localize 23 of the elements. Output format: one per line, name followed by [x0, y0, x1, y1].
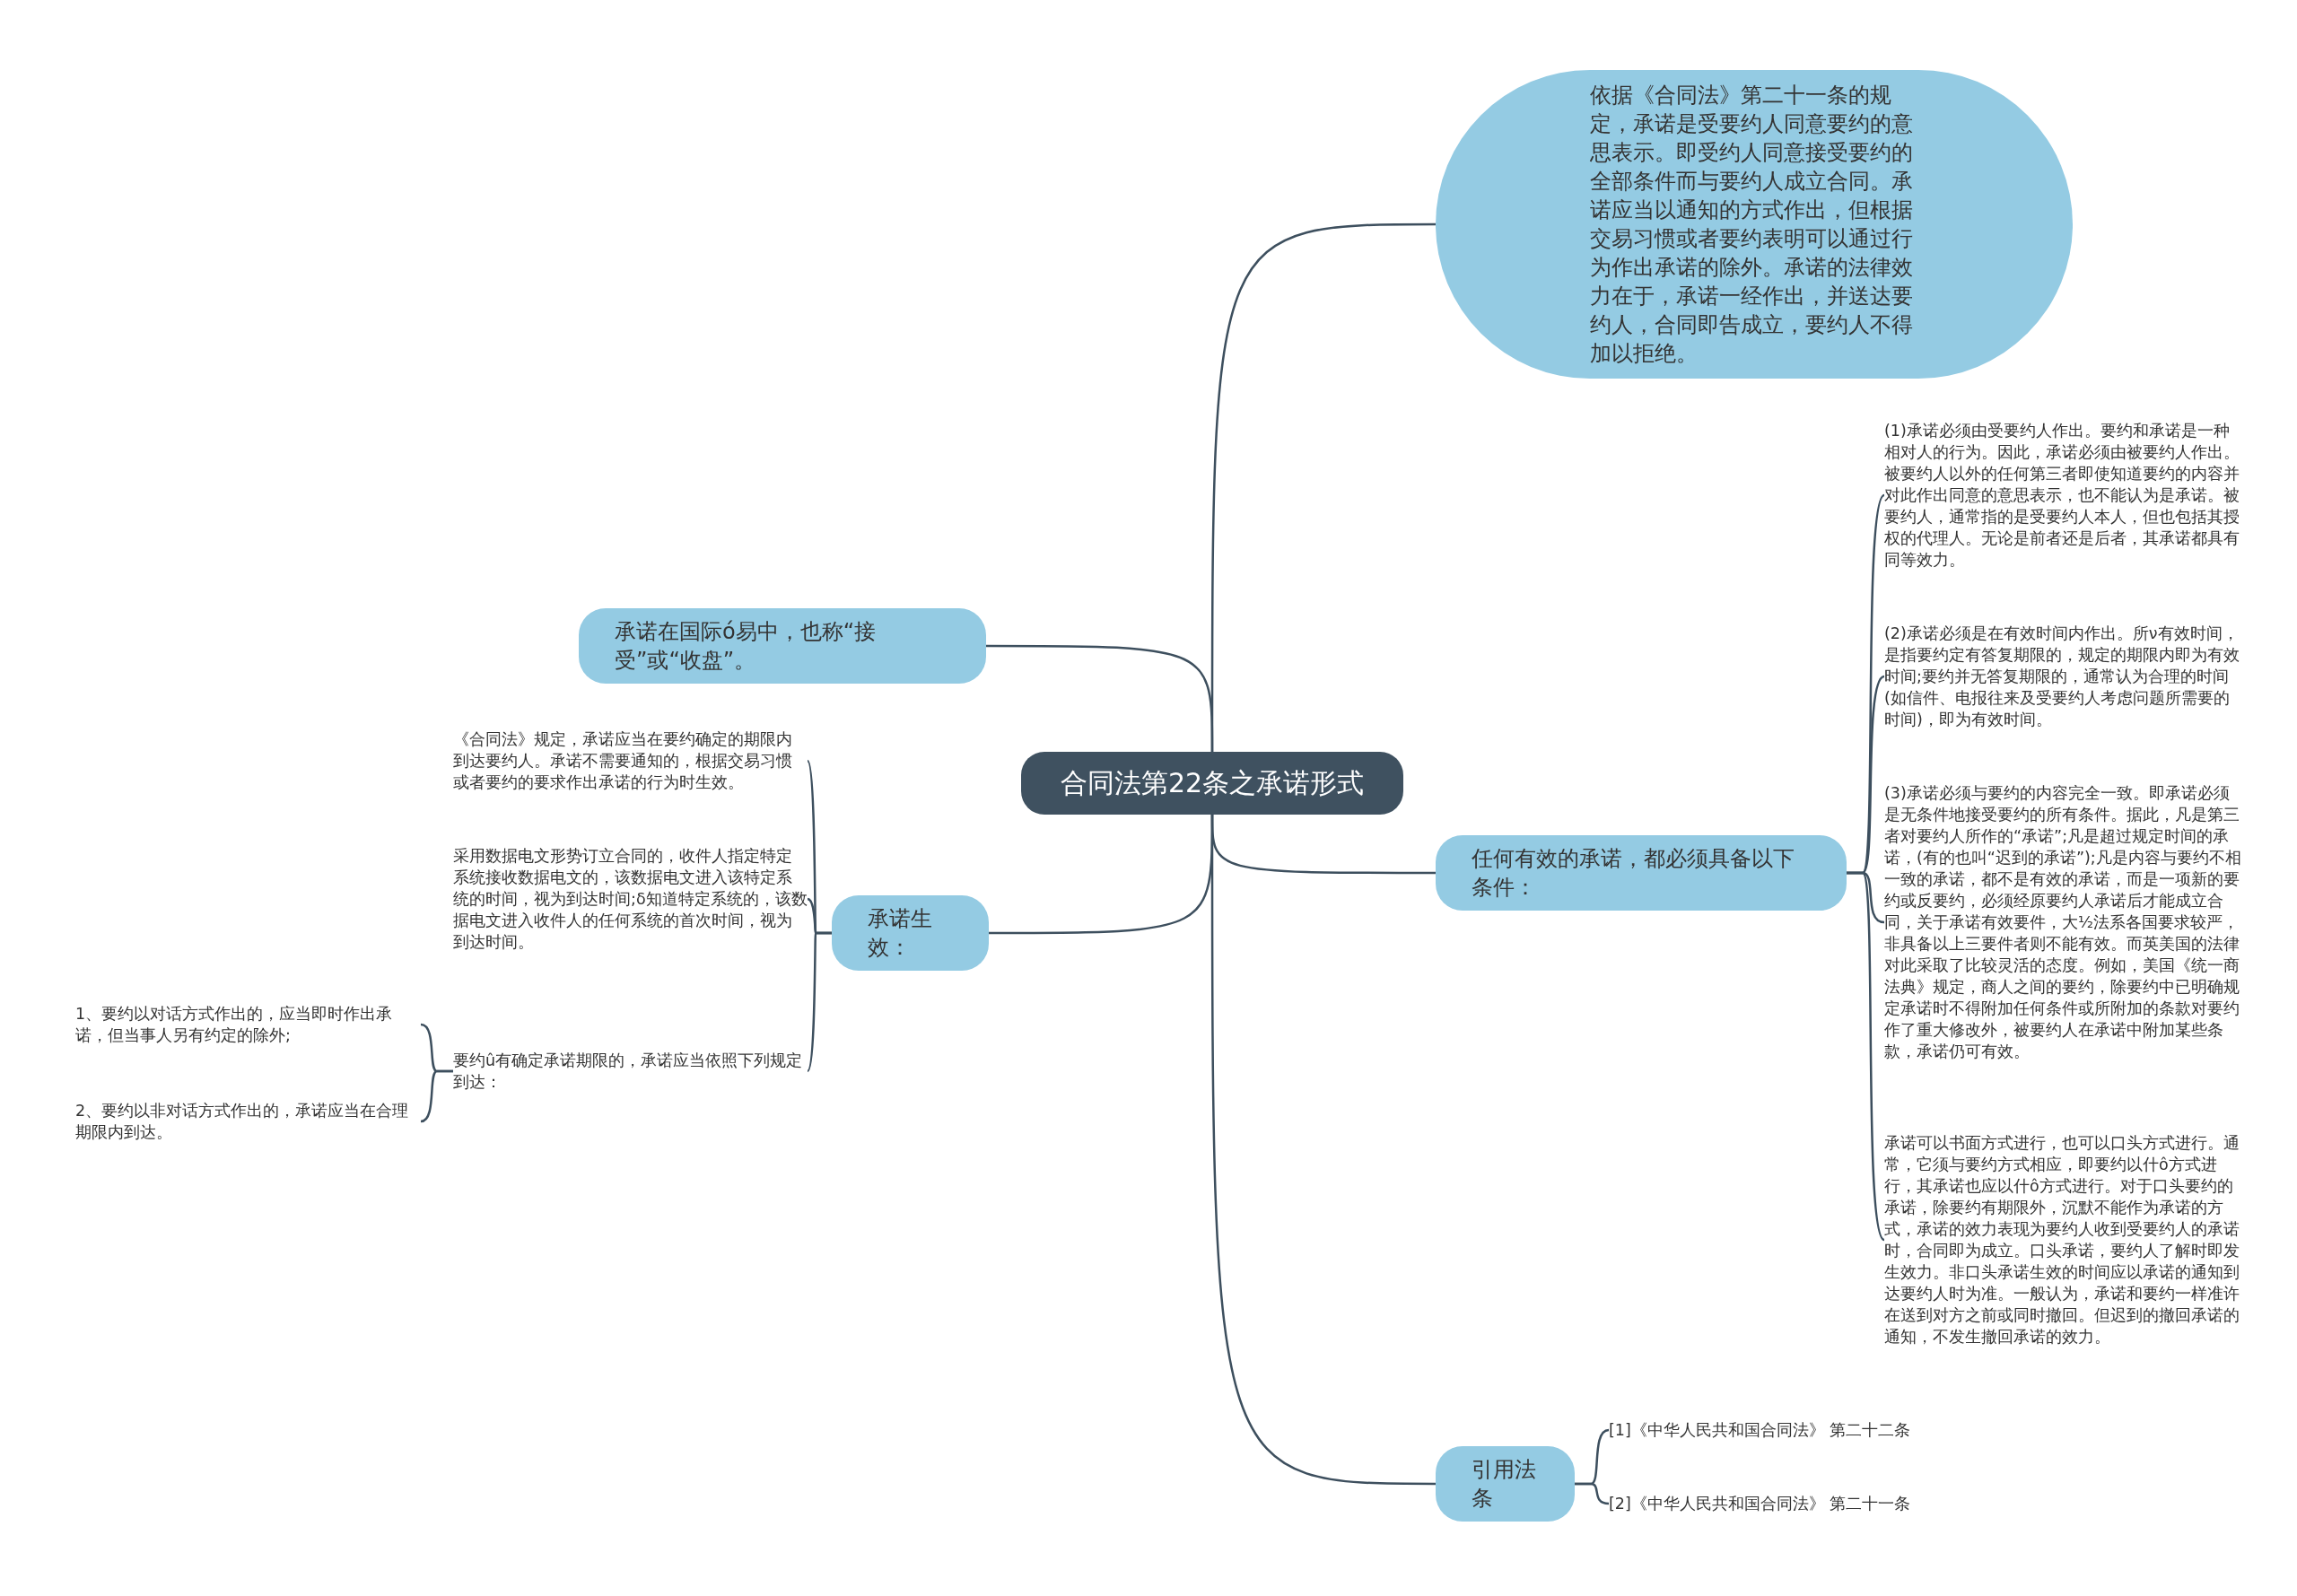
note-text: (2)承诺必须是在有效时间内作出。所ν有效时间，是指要约定有答复期限的，规定的期限内即为有效时间;要约并无答复期限的，通常认为合理的时间(如信件、电报往来及受要约人考虑问题所需要的时间)，即为有效时间。 [1884, 623, 2243, 730]
connector-line [806, 931, 832, 1072]
note-text: 1、要约以对话方式作出的，应当即时作出承诺，但当事人另有约定的除外; [75, 1003, 421, 1046]
topic-bubble: 依据《合同法》第二十一条的规定，承诺是受要约人同意要约的意思表示。即受约人同意接受要约的全部条件而与要约人成立合同。承诺应当以通知的方式作出，但根据交易习惯或者要约表明可以通过行为作出承诺的除外。承诺的法律效力在于，承诺一经作出，并送达要约人，合同即告成立，要约人不得加以拒绝。 [1436, 70, 2073, 379]
note-text: (1)承诺必须由受要约人作出。要约和承诺是一种相对人的行为。因此，承诺必须由被要约人作出。被要约人以外的任何第三者即使知道要约的内容并对此作出同意的意思表示，也不能认为是承诺。被要约人，通常指的是受要约人本人，但也包括其授权的代理人。无论是前者还是后者，其承诺都具有同等效力。 [1884, 420, 2243, 571]
note-text: 承诺可以书面方式进行，也可以口头方式进行。通常，它须与要约方式相应，即要约以什ô方式进行，其承诺也应以什ô方式进行。对于口头要约的承诺，除要约有期限外，沉默不能作为承诺的方式，承诺的效力表现为要约人收到受要约人的承诺时，合同即为成立。口头承诺，要约人了解时即发生效力。非口头承诺生效的时间应以承诺的通知到达要约人时为准。一般认为，承诺和要约一样准许在送到对方之前或同时撤回。但迟到的撤回承诺的通知，不发生撤回承诺的效力。 [1884, 1132, 2243, 1347]
connector-line [986, 644, 1214, 752]
connector-line [420, 1069, 453, 1123]
note-text: 要约û有确定承诺期限的，承诺应当依照下列规定到达： [453, 1050, 808, 1093]
connector-line [1210, 815, 1436, 1486]
note-text: (3)承诺必须与要约的内容完全一致。即承诺必须是无条件地接受要约的所有条件。据此，凡是第三者对要约人所作的“承诺”;凡是超过规定时间的承诺，(有的也叫“迟到的承诺”);凡是内容与要约不相一致的承诺，都不是有效的承诺，而是一项新的要约或反要约，必须经原要约人承诺后才能成立合同，关于承诺有效要件，大½法系各国要求较严，非具备以上三要件者则不能有效。而英美国的法律对此采取了比较灵活的态度。例如，美国《统一商法典》规定，商人之间的要约，除要约中已明确规定承诺时不得附加任何条件或所附加的条款对要约作了重大修改外，被要约人在承诺中附加某些条款，承诺仍可有效。 [1884, 782, 2243, 1062]
topic-bubble: 承诺生效： [832, 895, 989, 971]
note-text: 采用数据电文形势订立合同的，收件人指定特定系统接收数据电文的，该数据电文进入该特定系统的时间，视为到达时间;δ知道特定系统的，该数据电文进入收件人的任何系统的首次时间，视为到达时间。 [453, 845, 808, 953]
central-topic: 合同法第22条之承诺形式 [1021, 752, 1403, 815]
topic-bubble: 引用法条 [1436, 1446, 1575, 1522]
topic-bubble: 任何有效的承诺，都必须具备以下条件： [1436, 835, 1847, 911]
reference-text: [2]《中华人民共和国合同法》 第二十一条 [1609, 1493, 1986, 1514]
note-text: 2、要约以非对话方式作出的，承诺应当在合理期限内到达。 [75, 1100, 421, 1143]
connector-line [1847, 871, 1886, 1241]
reference-text: [1]《中华人民共和国合同法》 第二十二条 [1609, 1419, 1986, 1441]
note-text: 《合同法》规定，承诺应当在要约确定的期限内到达要约人。承诺不需要通知的，根据交易习惯或者要约的要求作出承诺的行为时生效。 [453, 728, 808, 793]
topic-bubble: 承诺在国际ó易中，也称“接受”或“收盘”。 [579, 608, 986, 684]
connector-line [1575, 1482, 1610, 1505]
